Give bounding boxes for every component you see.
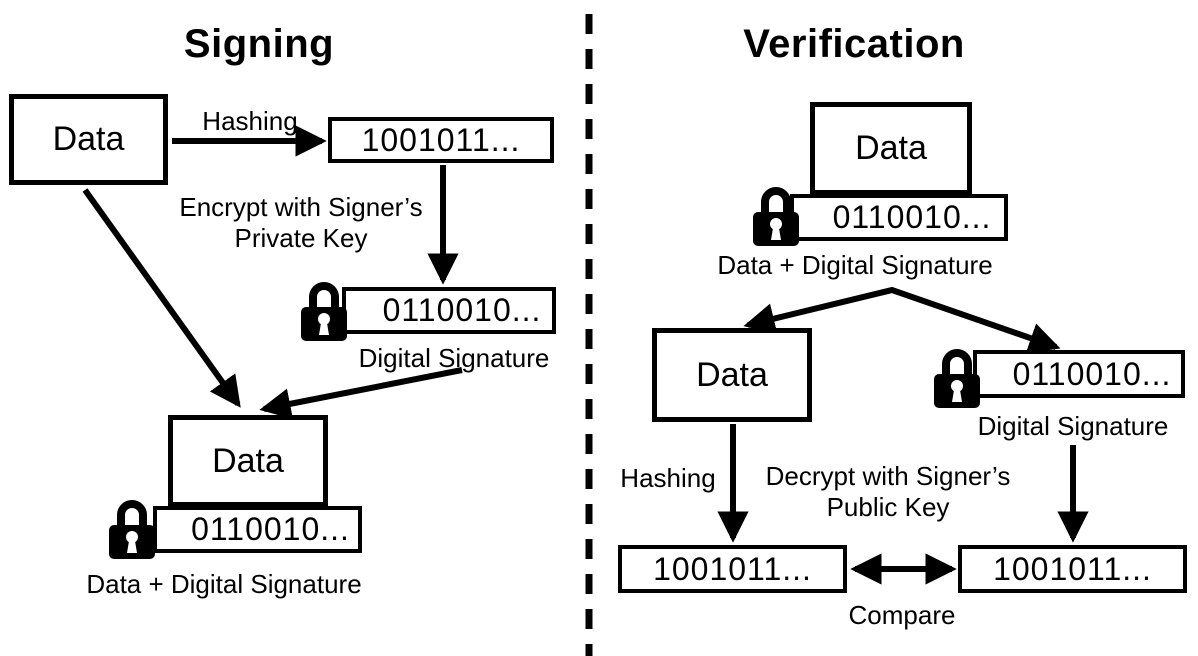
signing-hash-value: 1001011...: [361, 121, 521, 158]
signing-encrypt-caption: Encrypt with Signer’s Private Key: [151, 192, 451, 254]
signing-package-data-label: Data: [212, 441, 284, 480]
verification-compare-label: Compare: [848, 600, 956, 630]
verification-extracted-signature-box: 0110010...: [973, 350, 1185, 398]
verification-package-signature-box: 0110010...: [790, 194, 1008, 241]
verification-decrypted-hash-value: 1001011...: [993, 550, 1152, 587]
verification-decrypt-caption-line1: Decrypt with Signer’s: [765, 461, 1011, 491]
verification-package-signature-value: 0110010...: [832, 199, 992, 235]
signing-source-data-box: Data: [9, 94, 168, 185]
verification-extracted-signature-caption: Digital Signature: [977, 411, 1169, 441]
signing-package-signature-box: 0110010...: [153, 506, 362, 553]
verification-package-caption: Data + Digital Signature: [717, 250, 993, 280]
signing-encrypt-caption-line2: Private Key: [234, 223, 368, 253]
signing-encrypt-caption-line1: Encrypt with Signer’s: [179, 192, 423, 222]
signing-title: Signing: [183, 22, 335, 66]
verification-package-data-box: Data: [810, 102, 972, 195]
verification-decrypt-caption-line2: Public Key: [826, 492, 950, 522]
verification-decrypted-hash-box: 1001011...: [958, 545, 1187, 593]
padlock-icon: [109, 500, 155, 559]
padlock-icon: [301, 282, 347, 341]
verification-computed-hash-box: 1001011...: [618, 545, 847, 593]
verification-extracted-signature-value: 0110010...: [1012, 355, 1172, 392]
padlock-icon: [934, 349, 980, 408]
signing-package-data-box: Data: [168, 415, 328, 507]
padlock-icon: [753, 187, 799, 246]
signing-data-to-package-arrow: [82, 188, 241, 408]
verification-extracted-data-label: Data: [696, 355, 768, 394]
verification-computed-hash-value: 1001011...: [653, 550, 812, 587]
signing-signature-to-package-arrow: [259, 367, 463, 420]
signing-signature-caption: Digital Signature: [358, 343, 550, 373]
signing-package-caption: Data + Digital Signature: [86, 569, 362, 599]
verification-package-split-arrows: [743, 286, 1061, 354]
verification-hashing-label: Hashing: [620, 463, 716, 493]
signing-package-signature-value: 0110010...: [191, 511, 350, 547]
signing-source-data-label: Data: [52, 120, 125, 158]
signing-signature-value-box: 0110010...: [342, 287, 556, 334]
signing-signature-value: 0110010...: [382, 292, 542, 328]
verification-package-data-label: Data: [855, 129, 927, 167]
signing-hash-value-box: 1001011...: [328, 117, 554, 163]
verification-title: Verification: [743, 22, 965, 66]
signing-hashing-label: Hashing: [202, 106, 298, 136]
verification-decrypt-caption: Decrypt with Signer’s Public Key: [738, 461, 1038, 523]
verification-extracted-data-box: Data: [652, 328, 812, 422]
